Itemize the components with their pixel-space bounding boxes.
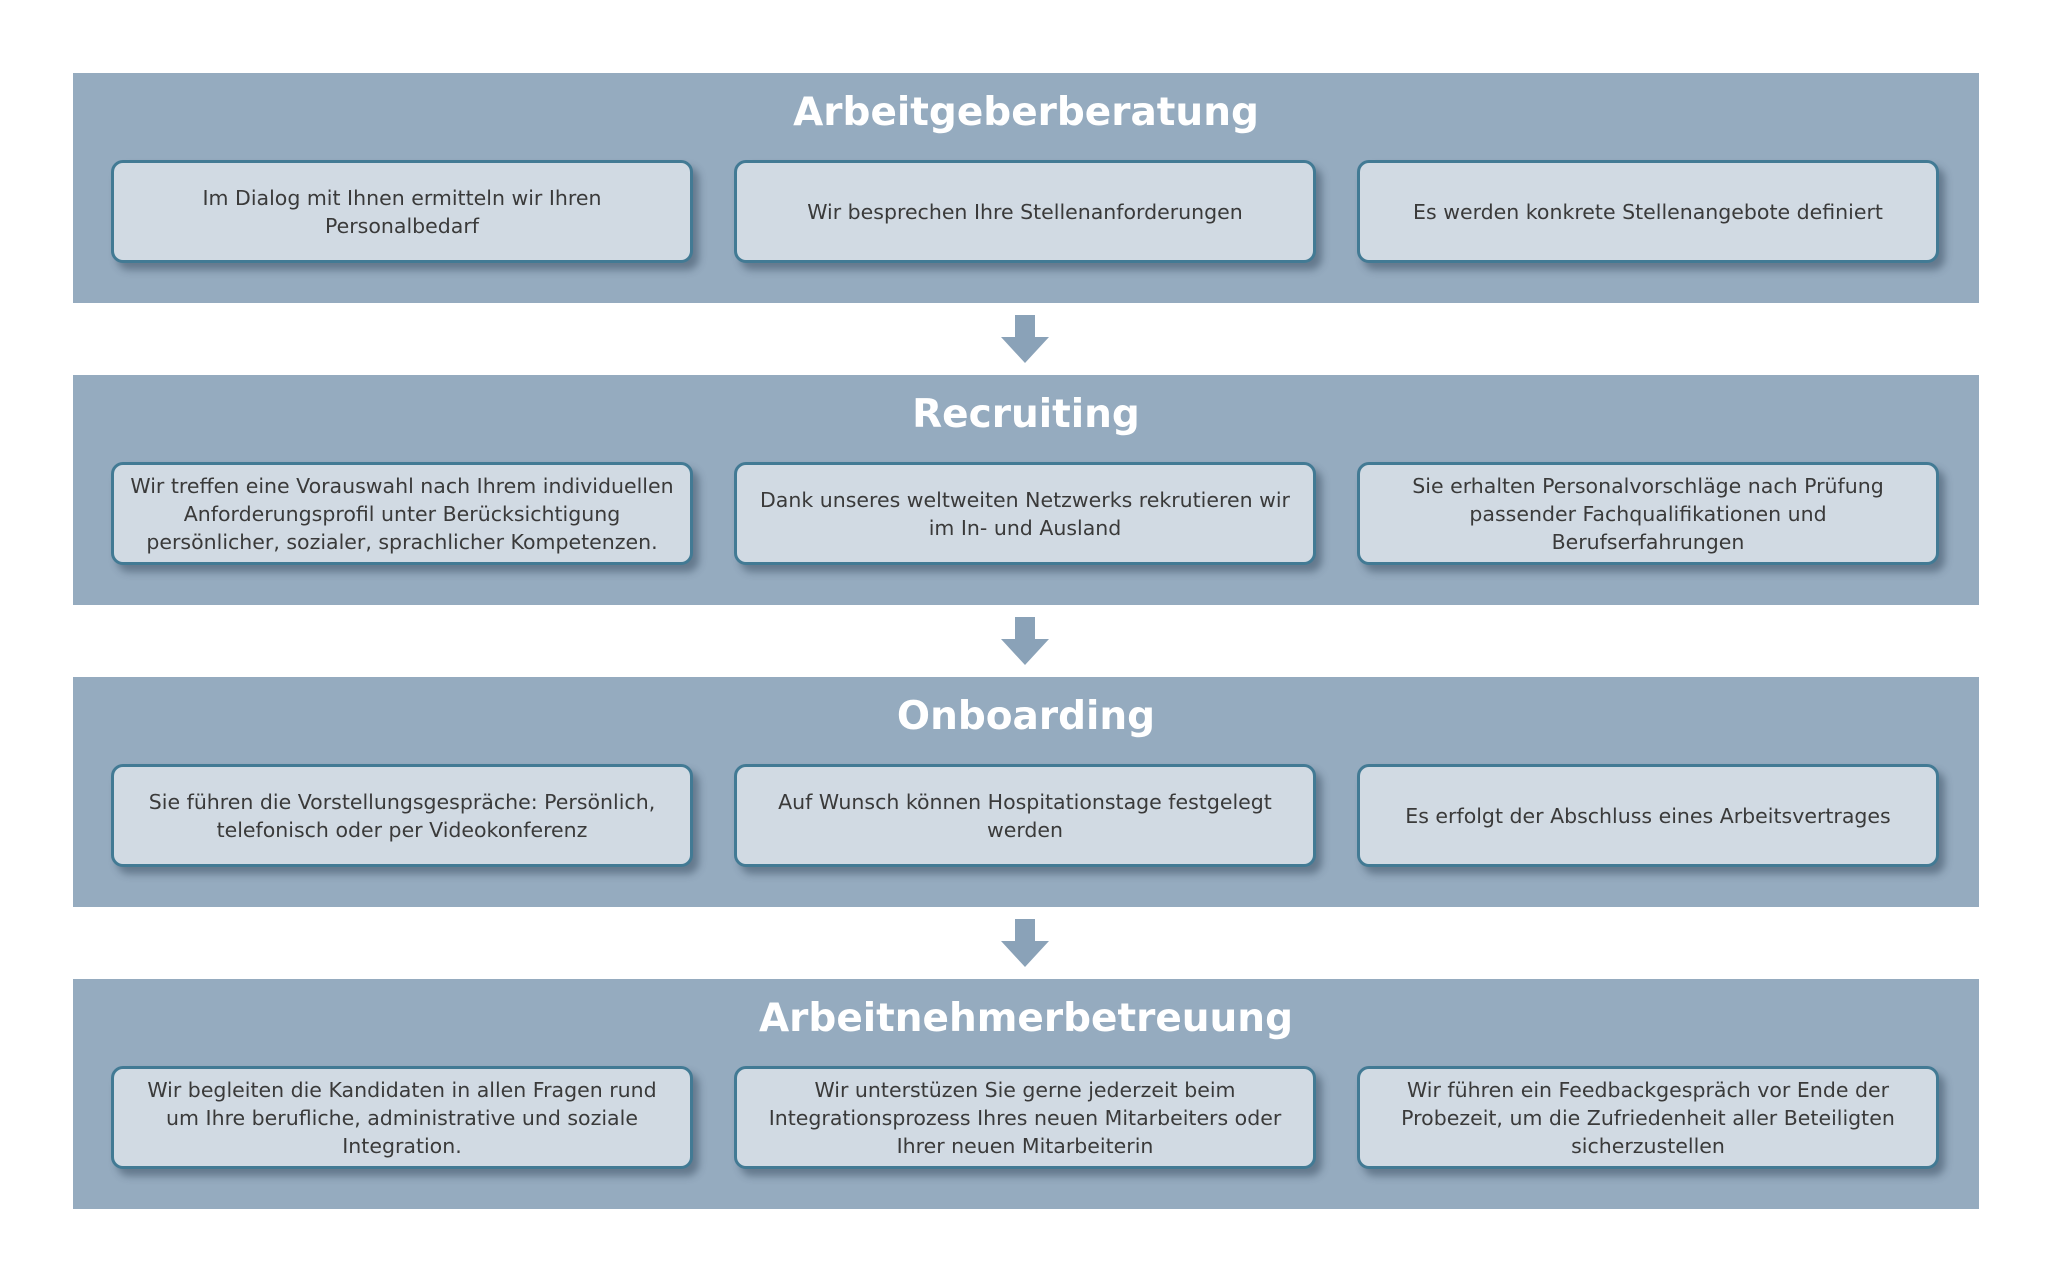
stage-title: Arbeitgeberberatung xyxy=(793,90,1259,135)
step-box: Auf Wunsch können Hospitationstage festg… xyxy=(734,764,1316,867)
down-arrow-icon xyxy=(1001,919,1049,967)
stage-arbeitnehmerbetreuung: Arbeitnehmerbetreuung Wir begleiten die … xyxy=(73,979,1979,1209)
step-box: Es werden konkrete Stellenangebote defin… xyxy=(1357,160,1939,263)
down-arrow-icon xyxy=(1001,315,1049,363)
step-box: Wir begleiten die Kandidaten in allen Fr… xyxy=(111,1066,693,1169)
stage-title: Arbeitnehmerbetreuung xyxy=(758,996,1293,1041)
down-arrow-icon xyxy=(1001,617,1049,665)
stage-title: Recruiting xyxy=(912,392,1140,437)
step-box: Wir treffen eine Vorauswahl nach Ihrem i… xyxy=(111,462,693,565)
stage-onboarding: Onboarding Sie führen die Vorstellungsge… xyxy=(73,677,1979,907)
step-box: Sie führen die Vorstellungsgespräche: Pe… xyxy=(111,764,693,867)
step-box: Wir besprechen Ihre Stellenanforderungen xyxy=(734,160,1316,263)
stage-title: Onboarding xyxy=(896,694,1156,739)
step-box: Dank unseres weltweiten Netzwerks rekrut… xyxy=(734,462,1316,565)
stage-recruiting: Recruiting Wir treffen eine Vorauswahl n… xyxy=(73,375,1979,605)
step-box: Wir führen ein Feedbackgespräch vor Ende… xyxy=(1357,1066,1939,1169)
step-box: Wir unterstüzen Sie gerne jederzeit beim… xyxy=(734,1066,1316,1169)
step-box: Im Dialog mit Ihnen ermitteln wir Ihren … xyxy=(111,160,693,263)
step-box: Es erfolgt der Abschluss eines Arbeitsve… xyxy=(1357,764,1939,867)
step-box: Sie erhalten Personalvorschläge nach Prü… xyxy=(1357,462,1939,565)
stage-arbeitgeberberatung: Arbeitgeberberatung Im Dialog mit Ihnen … xyxy=(73,73,1979,303)
